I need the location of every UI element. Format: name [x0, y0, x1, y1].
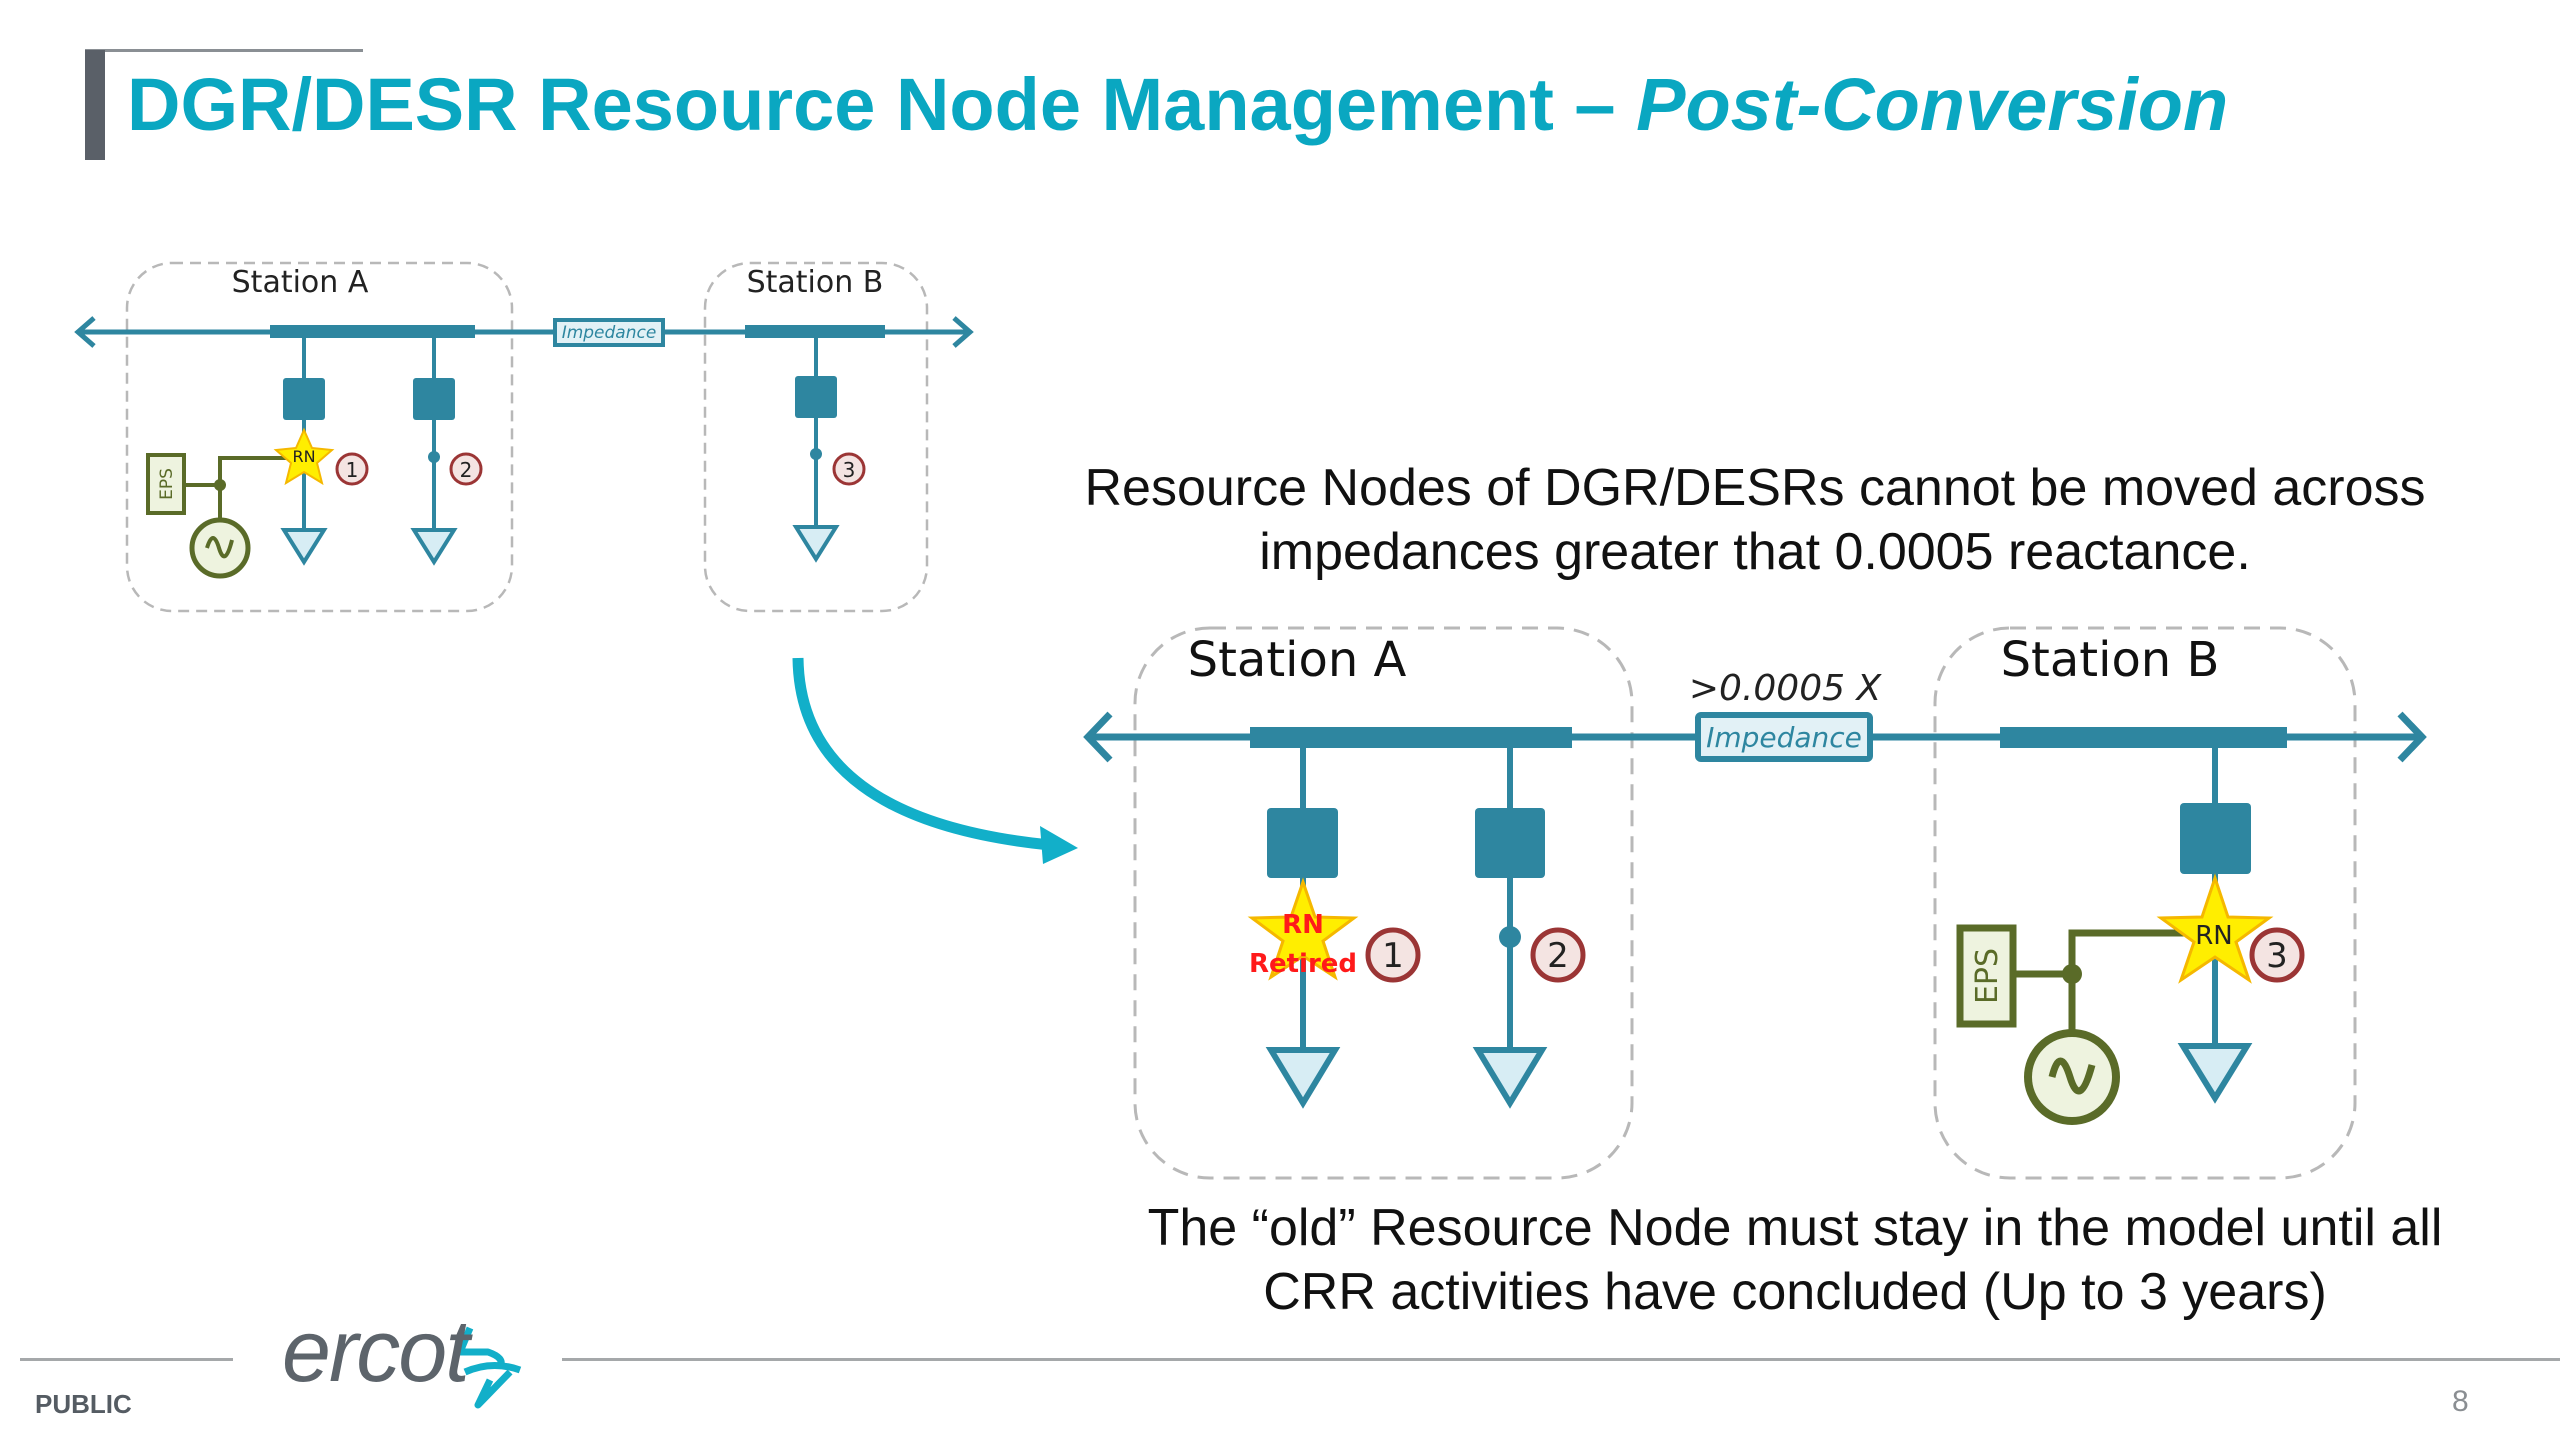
station-a-label: Station A — [1188, 632, 1407, 688]
station-b-label: Station B — [747, 265, 884, 300]
impedance-box — [1695, 712, 1873, 762]
impedance-value: >0.0005 X — [1689, 668, 1883, 709]
load-2-icon — [410, 528, 458, 566]
eps-label: EPS — [1970, 948, 2005, 1004]
rn-label: RN — [292, 447, 315, 466]
transition-arrowhead-icon — [1040, 826, 1078, 864]
badge-1: 1 — [335, 452, 369, 486]
breaker-1 — [283, 378, 325, 420]
breaker-2 — [1475, 808, 1545, 878]
svg-text:1: 1 — [1382, 936, 1404, 976]
bus-a — [1250, 727, 1572, 748]
badge-2: 2 — [1530, 927, 1586, 983]
load-3-icon — [792, 525, 840, 563]
footer-divider-left — [20, 1358, 233, 1361]
svg-text:1: 1 — [346, 458, 359, 482]
page-number: 8 — [2452, 1385, 2469, 1418]
title-italic: Post-Conversion — [1636, 63, 2229, 146]
eps-box — [146, 453, 186, 515]
ercot-logo: ercot — [282, 1301, 470, 1400]
load-3-icon — [2177, 1043, 2253, 1104]
breaker-3 — [795, 376, 837, 418]
svg-text:3: 3 — [2266, 936, 2288, 976]
badge-1: 1 — [1365, 927, 1421, 983]
diagram-after: Station A Station B Impedance >0.0005 X … — [1083, 626, 2427, 1180]
rule-text: Resource Nodes of DGR/DESRs cannot be mo… — [1045, 456, 2465, 584]
rn-star-icon — [2156, 873, 2274, 984]
rn-label: RN — [2195, 921, 2233, 951]
svg-text:2: 2 — [460, 458, 473, 482]
eps-label: EPS — [157, 468, 177, 500]
diagram-before: Station A Station B Impedance EPS — [74, 261, 974, 613]
station-b-box — [703, 261, 929, 613]
station-b-label: Station B — [2001, 632, 2220, 688]
title-accent-bar — [85, 50, 105, 160]
node-3-dot — [810, 448, 822, 460]
svg-text:2: 2 — [1547, 936, 1569, 976]
station-a-box — [1133, 626, 1634, 1180]
note-text: The “old” Resource Node must stay in the… — [1120, 1196, 2470, 1324]
rn-retired-star-icon — [1247, 877, 1359, 981]
slide-title: DGR/DESR Resource Node Management – Post… — [127, 62, 2228, 147]
bus-b — [2000, 727, 2287, 748]
rn-retired-label-1: RN — [1282, 910, 1324, 940]
breaker-2 — [413, 378, 455, 420]
rule-text-line-1: Resource Nodes of DGR/DESRs cannot be mo… — [1084, 459, 2426, 517]
ercot-logo-mark-icon — [456, 1326, 522, 1409]
rn-star-icon — [273, 427, 335, 486]
badge-3: 3 — [2249, 927, 2305, 983]
breaker-3 — [2180, 803, 2251, 874]
load-2-icon — [1472, 1047, 1548, 1109]
node-2-dot — [428, 451, 440, 463]
impedance-box — [553, 318, 665, 347]
right-arrow-icon — [952, 316, 974, 348]
station-a-label: Station A — [232, 265, 369, 300]
badge-2: 2 — [449, 452, 483, 486]
rn-retired-label-2: Retired — [1249, 949, 1357, 979]
right-arrow-icon — [2397, 711, 2427, 763]
title-accent-line — [85, 49, 363, 52]
station-a-box — [125, 261, 514, 613]
note-text-line-1: The “old” Resource Node must stay in the… — [1147, 1199, 2443, 1257]
breaker-1 — [1267, 808, 1338, 878]
bus-a — [270, 325, 475, 338]
node-2-dot — [1499, 926, 1521, 948]
footer-divider-right — [562, 1358, 2560, 1361]
bus-b — [745, 325, 885, 338]
note-text-line-2: CRR activities have concluded (Up to 3 y… — [1263, 1263, 2327, 1321]
rule-text-line-2: impedances greater that 0.0005 reactance… — [1259, 523, 2251, 581]
load-1-icon — [280, 528, 328, 566]
title-main: DGR/DESR Resource Node Management – — [127, 63, 1637, 146]
transition-arrow — [792, 657, 1051, 851]
left-arrow-icon — [74, 316, 96, 348]
svg-text:3: 3 — [843, 458, 856, 482]
impedance-label: Impedance — [1706, 721, 1862, 754]
load-1-icon — [1265, 1047, 1341, 1109]
left-arrow-icon — [1083, 711, 1113, 763]
badge-3: 3 — [832, 452, 866, 486]
eps-box — [1956, 924, 2017, 1028]
station-b-box — [1933, 626, 2357, 1180]
impedance-label: Impedance — [562, 323, 657, 343]
classification-label: PUBLIC — [35, 1389, 132, 1419]
